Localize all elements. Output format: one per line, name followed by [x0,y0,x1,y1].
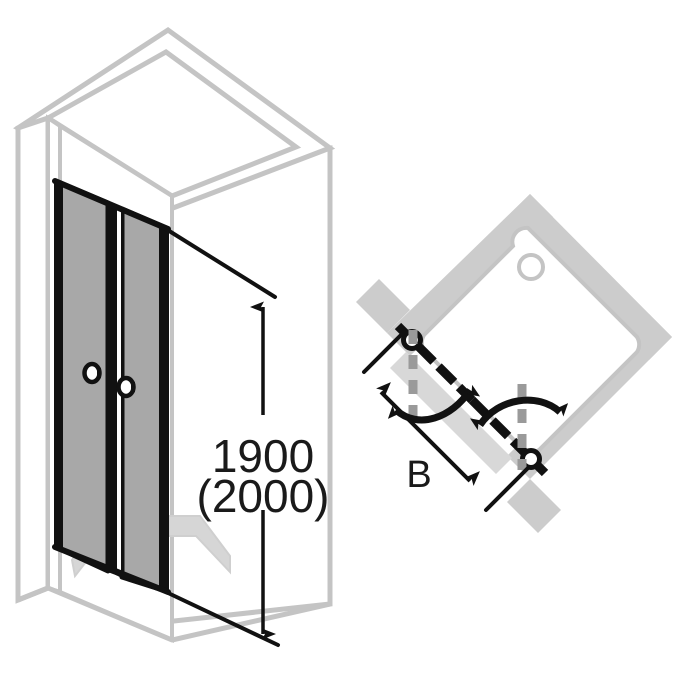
wall-segment-top-right [507,194,672,360]
door-stile-center-left [107,201,117,576]
handle-stem-right [131,380,135,394]
door-jamb-right [159,224,169,594]
wall-stub-left [356,279,410,333]
swing-arc-lower-icon [470,396,569,431]
dim-b-extension-lower [484,465,531,512]
height-primary-label: 1900 [212,430,314,482]
room-floor-edges [17,585,331,643]
dim-extension-line-bottom [164,590,280,647]
room-left-wall [15,114,62,604]
dim-b-extension-upper [362,330,406,374]
right-wall-face [162,145,333,625]
wall-segment-top-left [387,194,553,356]
handle-stem-left [97,366,101,380]
room-right-wall [162,145,333,625]
floor-corner-edge [47,586,61,594]
dim-extension-line-top [164,227,277,299]
door-assembly-elevation[interactable] [52,178,171,595]
width-dimension-group: B [362,330,531,512]
height-alternate-label: (2000) [197,470,330,522]
drain-outlet-icon [517,253,545,281]
wall-stub-bottom [507,479,561,533]
width-dimension-label: B [406,454,431,496]
height-dimension-group: 1900 (2000) [164,227,330,647]
floor-front-edge [17,585,331,643]
plan-view-group: B [356,194,672,533]
door-handle-right[interactable] [116,375,136,399]
door-bottom-rail [52,544,171,595]
door-top-rail [52,178,171,232]
dim-b-line [376,382,480,486]
door-handle-left[interactable] [82,361,102,385]
elevation-view-group: 1900 (2000) [13,26,336,647]
door-jamb-left [54,179,63,552]
left-wall-face [15,114,51,604]
